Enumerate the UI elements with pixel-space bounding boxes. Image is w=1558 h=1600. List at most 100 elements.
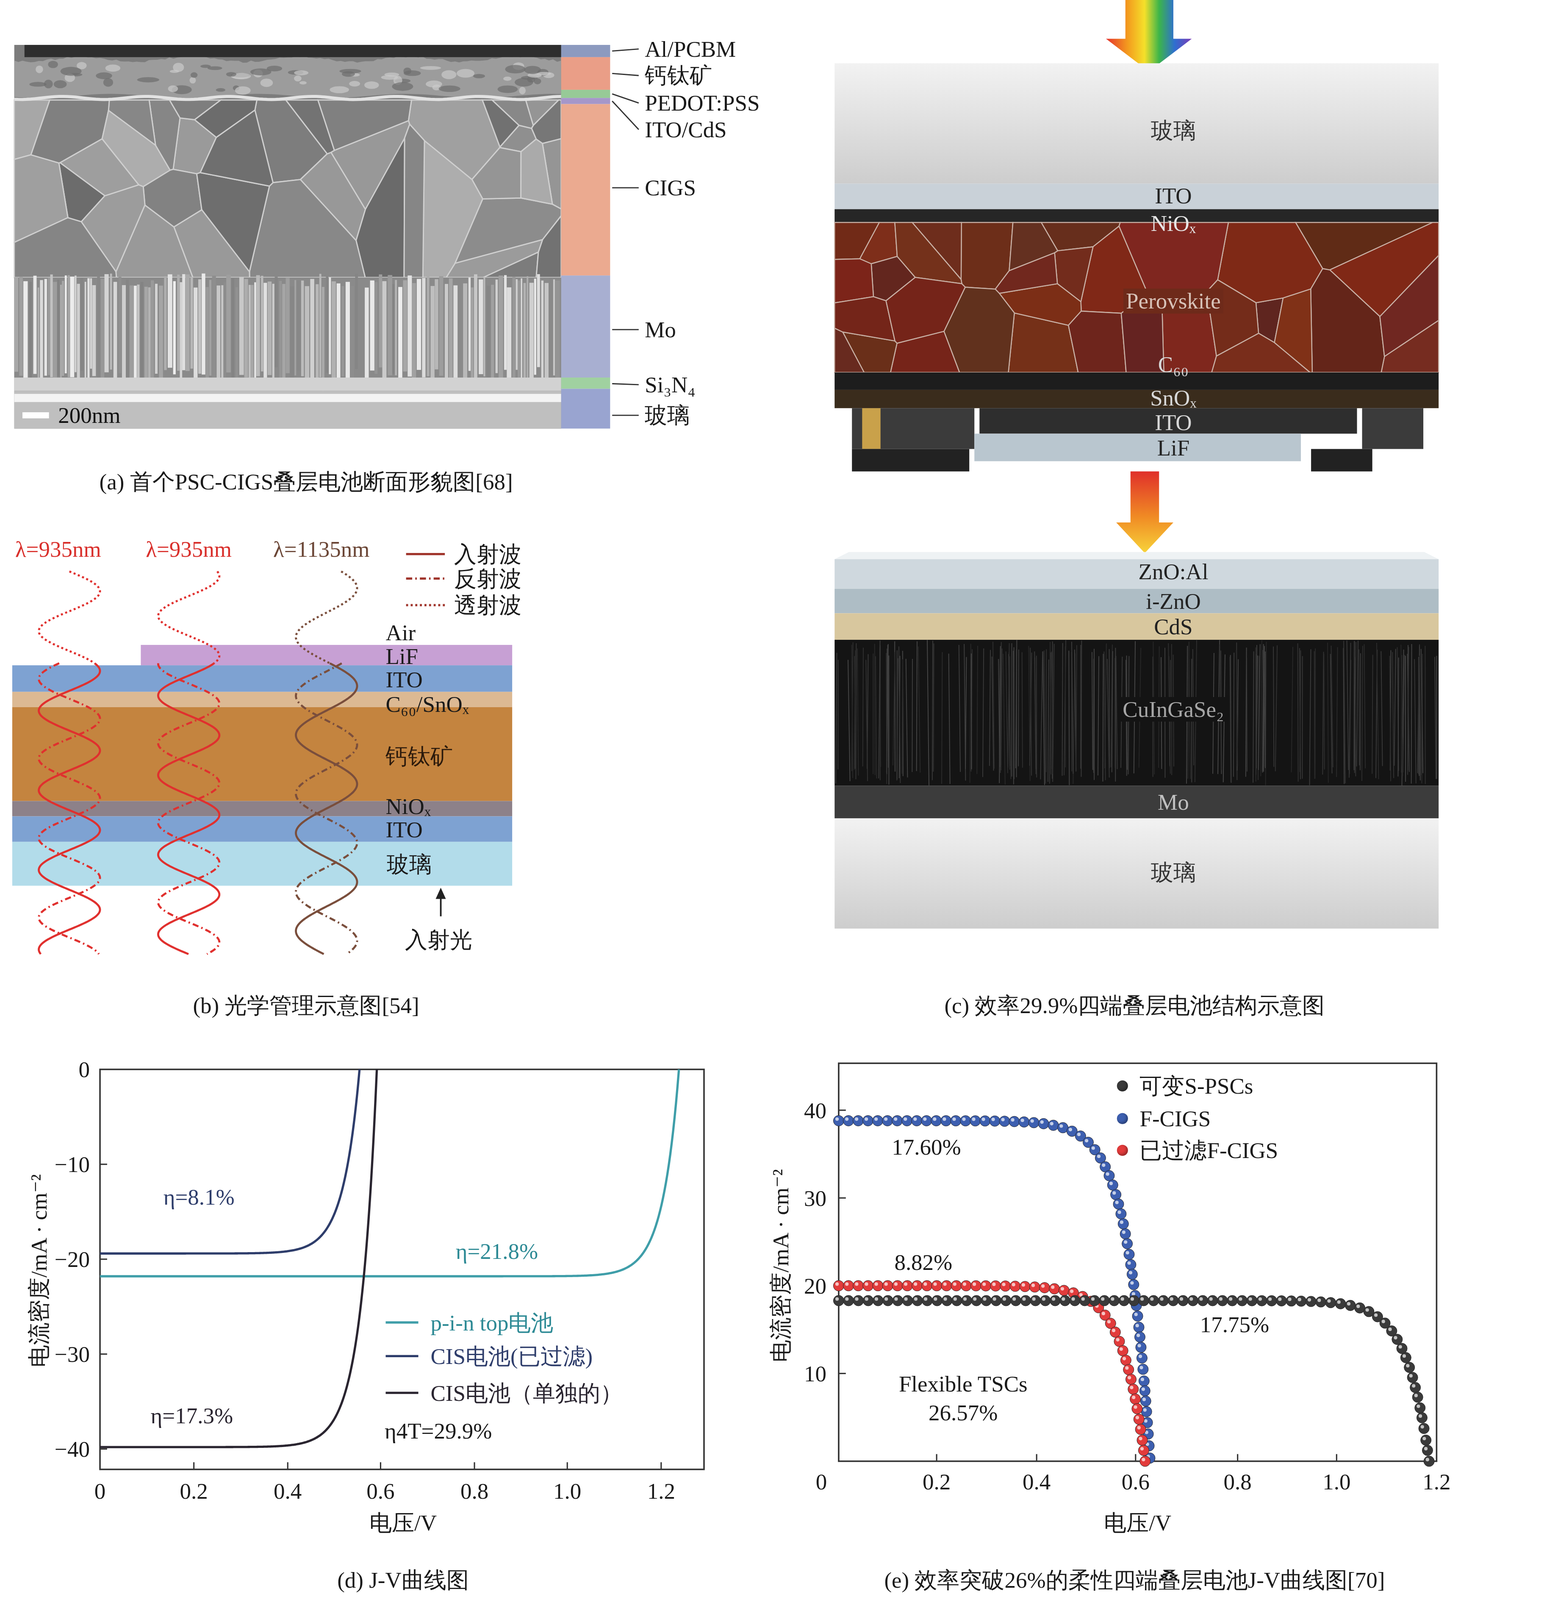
transmitted-wave [158,571,220,664]
dot-highlight [1130,1297,1134,1301]
layer-color-strip [561,104,611,276]
mo-column [250,284,254,382]
jv-data-dot [912,1280,923,1291]
jv-data-dot [1115,1208,1127,1219]
jv-data-dot [999,1115,1010,1127]
dot-highlight [942,1117,946,1121]
jv-data-dot [862,1294,874,1306]
mo-column [239,276,244,375]
jv-data-dot [1135,1423,1146,1435]
perovskite-grain [137,77,160,83]
dot-highlight [1040,1119,1044,1124]
perovskite-grain [299,81,307,85]
layer-label: Al/PCBM [644,36,736,61]
perovskite-grain [1068,310,1126,373]
legend-line-sample [385,1354,419,1357]
layer-label: PEDOT:PSS [644,90,760,116]
layer-label: CdS [1153,614,1193,639]
dot-highlight [991,1117,995,1121]
perovskite-grain [293,70,309,76]
mo-column [486,285,491,387]
efficiency-annotation: η=21.8% [455,1238,538,1264]
jv-data-dot [842,1114,854,1126]
cigs-texture [1347,640,1349,771]
cigs-texture [1301,655,1303,779]
dot-highlight [1189,1297,1193,1301]
jv-data-dot [940,1115,952,1126]
cigs-texture [948,653,951,785]
dot-highlight [1084,1138,1089,1143]
legend-swatch [1116,1112,1128,1124]
mo-column [512,277,516,380]
dot-highlight [845,1281,849,1286]
dot-highlight [1021,1282,1026,1287]
jv-data-dot [1130,1393,1141,1404]
layer-slab: Mo [1071,787,1276,816]
mo-column [163,276,167,370]
jv-data-dot [990,1294,1002,1306]
dot-highlight [1112,1190,1116,1195]
top-electrode [24,44,562,58]
dot-highlight [874,1297,879,1301]
cigs-texture [1051,651,1053,774]
cigs-texture [1068,650,1070,785]
layer-name: 钙钛矿 [382,743,456,769]
mo-column [325,276,329,373]
layer-label: CIGS [644,175,696,200]
jv-data-dot [1132,1310,1143,1321]
mo-column [235,287,239,384]
efficiency-annotation: 8.82% [894,1249,953,1275]
mo-column [100,278,105,382]
sem-micrograph [14,44,639,429]
axis-tick [99,1163,108,1165]
cigs-texture [865,659,868,781]
dot-highlight [1125,1250,1130,1254]
dot-highlight [1022,1297,1026,1301]
jv-data-dot [833,1114,844,1126]
jv-data-dot [862,1114,874,1126]
dot-highlight [1287,1297,1292,1301]
dot-highlight [1258,1297,1262,1301]
cigs-texture [916,640,918,771]
jv-data-dot [1135,1341,1147,1353]
dot-highlight [1031,1283,1035,1287]
jv-data-dot [951,1294,962,1306]
mo-column [19,276,23,376]
cigs-texture [1017,649,1020,766]
cigs-texture [1297,643,1299,782]
axis-tick-label: 20 [803,1273,827,1298]
jv-data-dot [941,1280,952,1291]
mo-column [231,278,234,380]
jv-data-dot [901,1114,913,1126]
dot-highlight [1081,1297,1085,1301]
incident-wave [38,662,100,954]
legend-label: 入射波 [454,541,522,567]
jv-data-dot [970,1115,981,1126]
cigs-texture [1392,651,1394,779]
dot-highlight [1120,1297,1125,1301]
mo-column [392,283,395,374]
dot-highlight [1160,1297,1164,1301]
dot-highlight [1365,1307,1370,1312]
layer-name: 玻璃 [1148,859,1199,885]
cigs-texture [1097,655,1099,776]
cigs-texture [1394,648,1396,766]
side-electrode [851,407,975,449]
mo-column [434,279,439,370]
mo-column [223,282,227,385]
jv-data-dot [1407,1371,1418,1383]
mo-column [60,284,62,380]
axis-tick-label: 0.6 [366,1478,395,1503]
mo-column [387,274,393,376]
jv-data-dot [1217,1294,1228,1306]
axis-tick-label: 0 [94,1478,106,1503]
dot-highlight [1405,1363,1410,1367]
jv-data-dot [1134,1331,1145,1342]
jv-data-dot [882,1280,893,1291]
jv-data-dot [1028,1117,1040,1128]
axis-tick-label: 0.2 [180,1478,208,1503]
layer-band: 玻璃 [368,845,451,883]
layer-label: ITO [1154,410,1192,435]
dot-highlight [952,1117,956,1121]
dot-highlight [1131,1291,1136,1296]
